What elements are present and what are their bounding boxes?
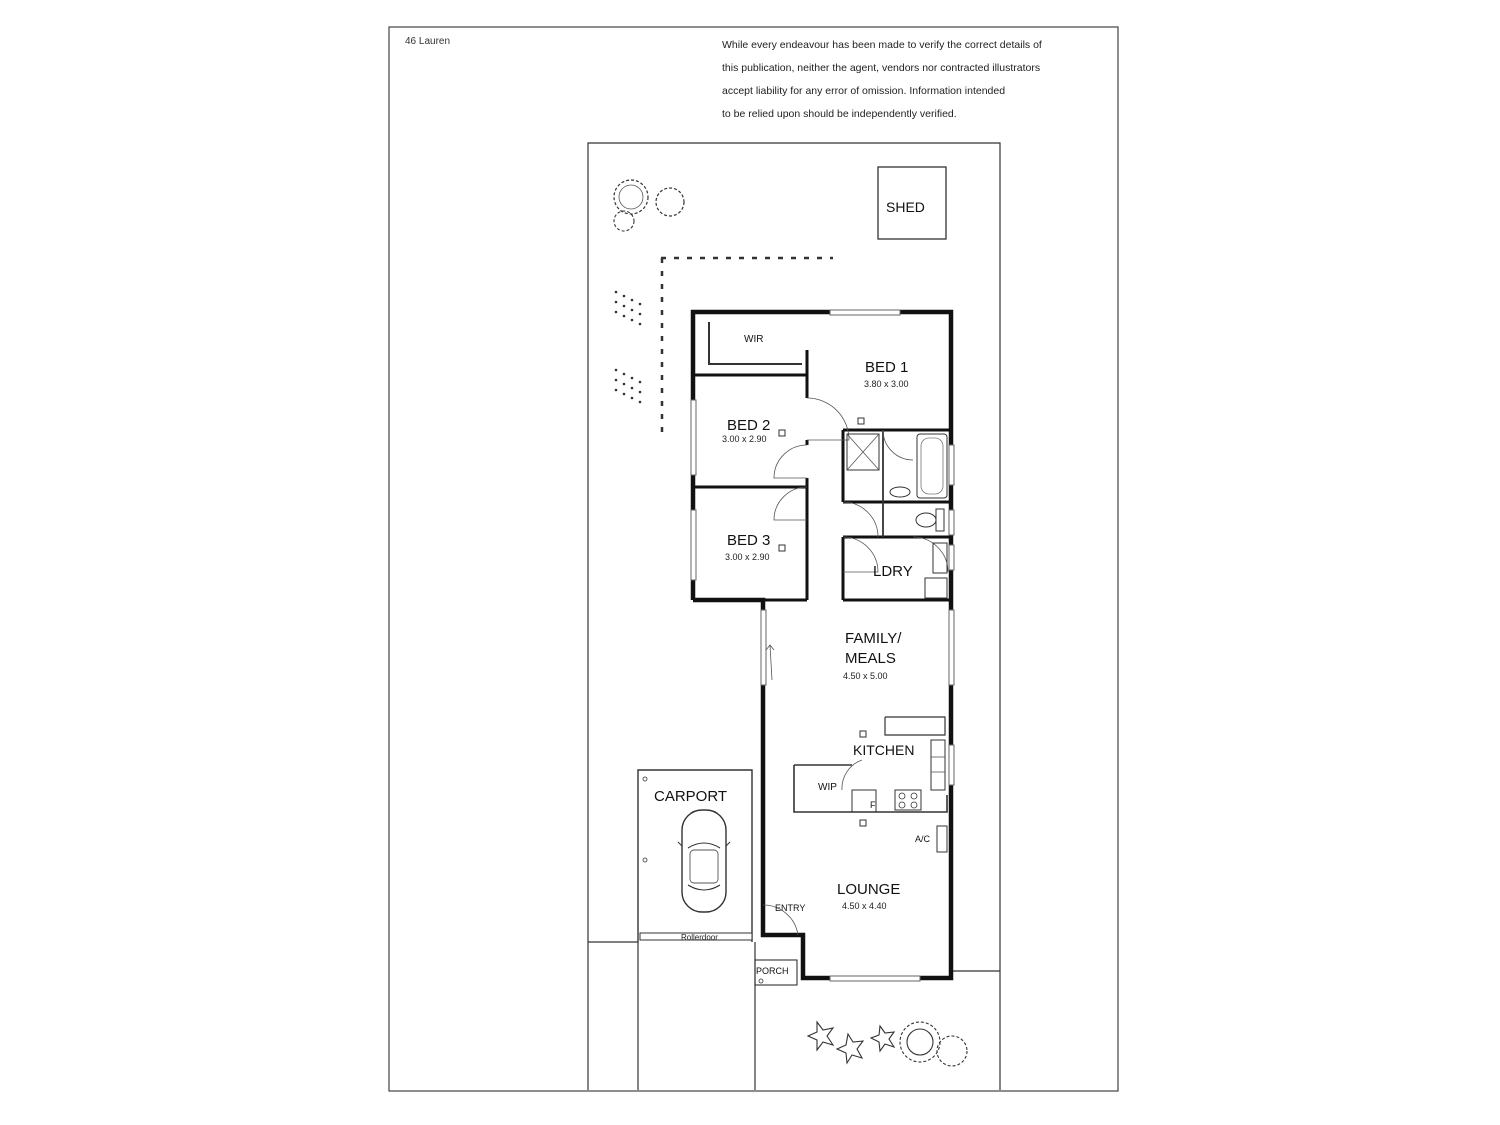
- shower-icon: [846, 433, 880, 471]
- porch: PORCH: [754, 959, 798, 986]
- bed3-size: 3.00 x 2.90: [725, 552, 770, 562]
- disclaimer-line-1: While every endeavour has been made to v…: [722, 39, 1042, 51]
- bed2-size: 3.00 x 2.90: [722, 434, 767, 444]
- basin-icon: [889, 486, 911, 498]
- garden-fence: [660, 256, 833, 440]
- carport: CARPORT Rollerdoor: [637, 769, 753, 942]
- family-label-line2: MEALS: [845, 650, 896, 667]
- disclaimer-line-4: to be relied upon should be independentl…: [722, 108, 957, 120]
- family-label-line1: FAMILY/: [845, 630, 902, 647]
- laundry-trough-icon: [924, 577, 948, 599]
- shed: SHED: [877, 166, 947, 240]
- wir-label: WIR: [744, 334, 763, 345]
- carport-label: CARPORT: [654, 788, 727, 805]
- car-icon: [677, 809, 731, 913]
- house-walls: [690, 309, 954, 981]
- bed2-label: BED 2: [727, 417, 770, 434]
- bed3-label: BED 3: [727, 532, 770, 549]
- bathtub-icon: [916, 433, 948, 499]
- tree-cluster-icon: [613, 179, 685, 232]
- shrub-dots-icon: [614, 290, 642, 404]
- lounge-label: LOUNGE: [837, 881, 900, 898]
- kitchen-label: KITCHEN: [853, 742, 914, 758]
- property-boundary: [587, 142, 1001, 1090]
- room-labels: WIR BED 1 3.80 x 3.00 BED 2 3.00 x 2.90 …: [722, 334, 931, 913]
- bed1-label: BED 1: [865, 359, 908, 376]
- door-swings: [762, 397, 949, 936]
- ac-label: A/C: [915, 834, 931, 844]
- washer-icon: [932, 542, 948, 574]
- toilet-icon: [935, 508, 945, 532]
- rollerdoor-label: Rollerdoor: [681, 933, 718, 942]
- family-size: 4.50 x 5.00: [843, 671, 888, 681]
- bed1-size: 3.80 x 3.00: [864, 379, 909, 389]
- windows: [690, 309, 955, 982]
- disclaimer-line-2: this publication, neither the agent, ven…: [722, 62, 1040, 74]
- entry-label: ENTRY: [775, 903, 805, 913]
- ldry-label: LDRY: [873, 563, 913, 580]
- drawing-frame: [388, 26, 1119, 1092]
- fridge-label: F: [870, 800, 876, 810]
- kitchen-joinery: [793, 716, 948, 853]
- cooktop-icon: [894, 789, 922, 811]
- plan-reference: 46 Lauren: [405, 36, 450, 47]
- bathroom-fixtures: [846, 433, 948, 599]
- disclaimer: While every endeavour has been made to v…: [722, 39, 1042, 120]
- power-points: [778, 417, 865, 552]
- lounge-size: 4.50 x 4.40: [842, 901, 887, 911]
- air-conditioner-icon: [936, 825, 948, 853]
- front-garden-plants-icon: [806, 1020, 968, 1067]
- shed-label: SHED: [886, 199, 925, 215]
- porch-label: PORCH: [756, 966, 789, 976]
- disclaimer-line-3: accept liability for any error of omissi…: [722, 85, 1005, 97]
- wip-label: WIP: [818, 782, 837, 793]
